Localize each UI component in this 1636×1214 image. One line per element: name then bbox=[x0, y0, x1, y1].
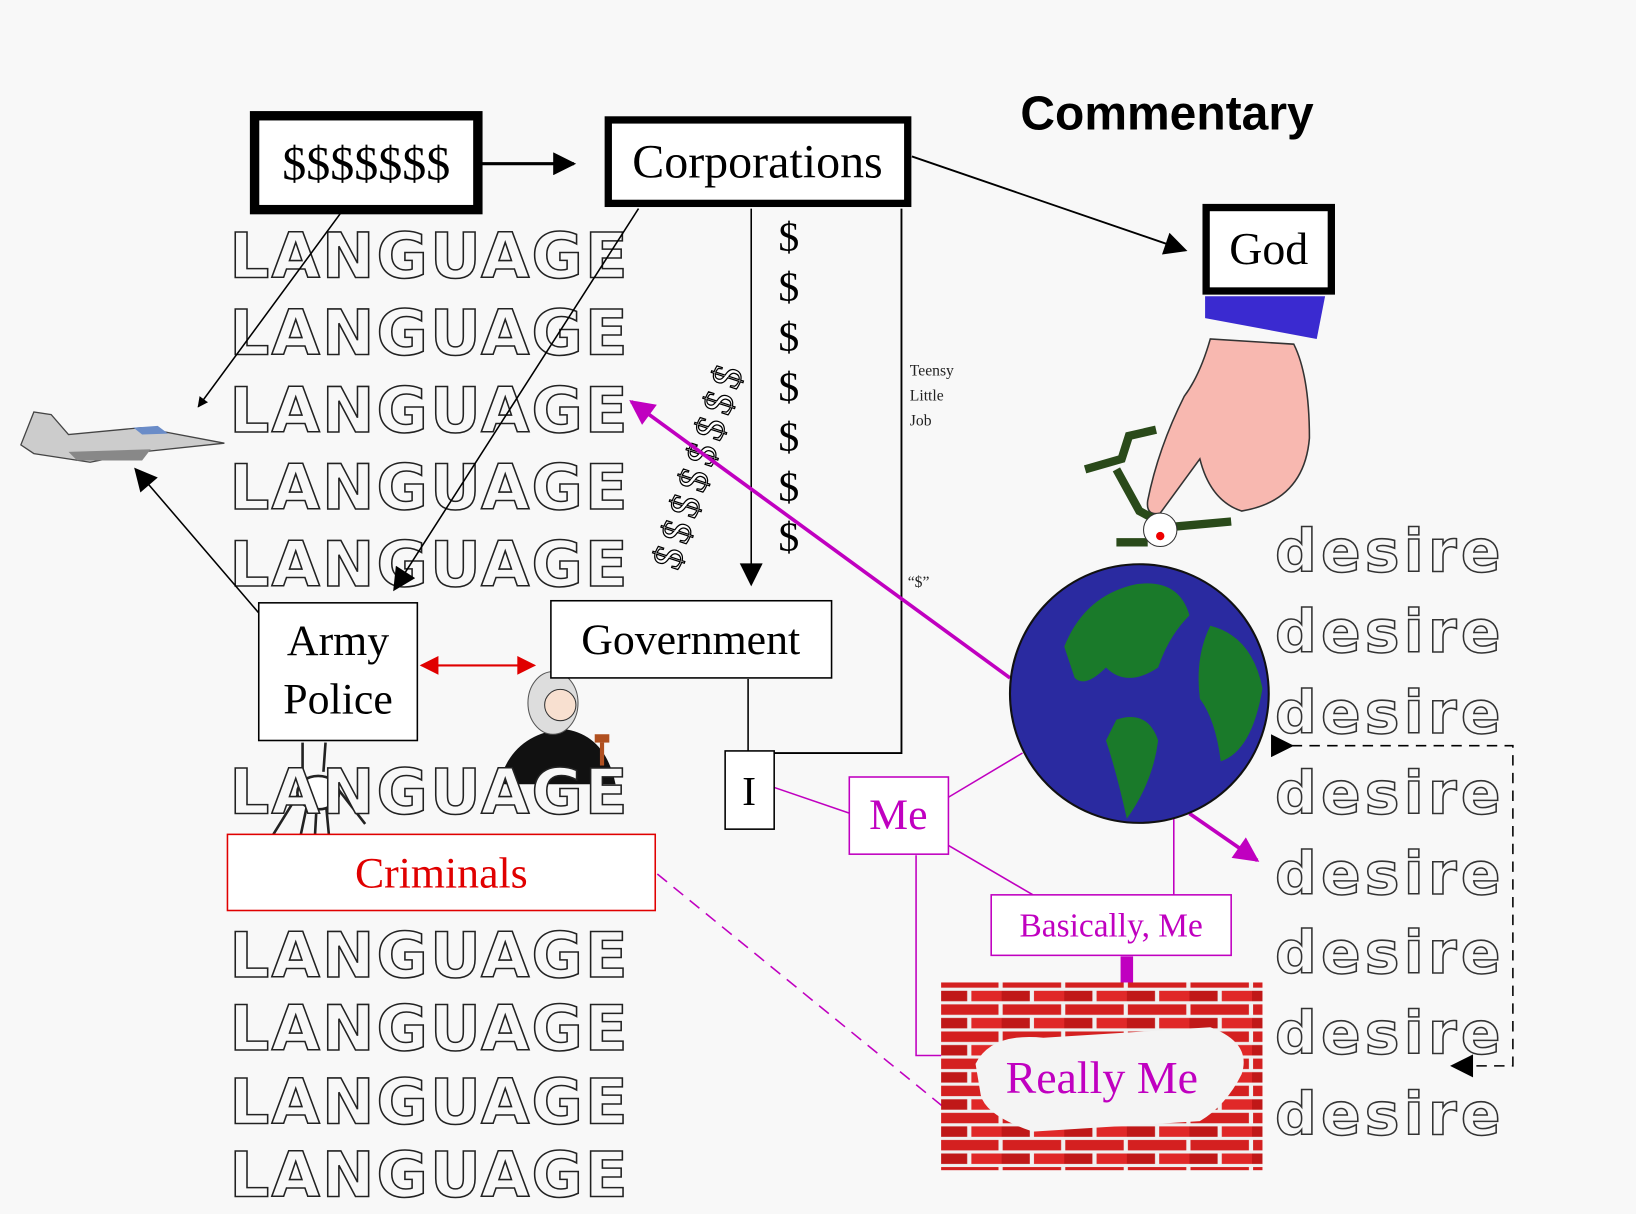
language-word: LANGUAGE bbox=[230, 297, 630, 370]
language-word: LANGUAGE bbox=[230, 374, 630, 447]
node-i: I bbox=[724, 750, 775, 830]
node-money-label: $$$$$$$ bbox=[282, 137, 450, 190]
language-word: LANGUAGE bbox=[230, 219, 630, 292]
language-word: LANGUAGE bbox=[230, 528, 630, 601]
connector-me-to-earth bbox=[946, 752, 1023, 799]
language-word: LANGUAGE bbox=[230, 756, 630, 829]
node-me: Me bbox=[848, 776, 950, 855]
skeleton-hand-image bbox=[272, 742, 367, 871]
arrow-corporations-to-army bbox=[393, 208, 640, 592]
dashed-criminals-to-really-me bbox=[656, 873, 945, 1109]
language-column: LANGUAGE LANGUAGE LANGUAGE LANGUAGE LANG… bbox=[229, 219, 630, 1212]
desire-word: desire bbox=[1275, 919, 1505, 987]
language-word: LANGUAGE bbox=[230, 1138, 630, 1211]
language-word: LANGUAGE bbox=[230, 1065, 630, 1138]
node-army-label: Army bbox=[287, 617, 389, 665]
node-government-label: Government bbox=[581, 616, 800, 664]
judge-image bbox=[498, 671, 616, 785]
dollar-sign: $ bbox=[778, 415, 799, 461]
desire-word: desire bbox=[1275, 679, 1505, 747]
node-corporations-label: Corporations bbox=[632, 135, 883, 188]
node-police-label: Police bbox=[283, 675, 393, 723]
node-really-me-label: Really Me bbox=[1006, 1052, 1198, 1103]
node-money: $$$$$$$ bbox=[249, 111, 483, 215]
dashed-desire-loop bbox=[1271, 734, 1514, 1078]
arrow-army-to-jet bbox=[134, 467, 262, 616]
dollar-sign: $ bbox=[778, 214, 799, 260]
earth-globe-image bbox=[1008, 563, 1270, 824]
desire-word: desire bbox=[1275, 999, 1505, 1067]
node-basically-me-label: Basically, Me bbox=[1020, 908, 1203, 945]
node-god-label: God bbox=[1229, 223, 1308, 274]
language-word: LANGUAGE bbox=[230, 992, 630, 1065]
node-me-label: Me bbox=[869, 791, 927, 839]
connector-me-to-really-me bbox=[915, 855, 945, 1057]
dollar-stream: $ $ $ $ $ $ $ bbox=[778, 214, 799, 560]
dollar-sign: $ bbox=[778, 264, 799, 310]
little-label: Little bbox=[910, 387, 944, 404]
connector-i-to-me bbox=[773, 786, 851, 815]
desire-word: desire bbox=[1275, 840, 1505, 908]
dollar-sign: $ bbox=[778, 314, 799, 360]
node-corporations: Corporations bbox=[604, 116, 912, 208]
connector-me-to-basically-me bbox=[946, 844, 1034, 896]
arrow-corporations-to-god bbox=[911, 155, 1188, 255]
desire-word: desire bbox=[1275, 1081, 1505, 1149]
diagonal-dollar-stream: $$$$$$$$ bbox=[644, 354, 755, 575]
arrow-money-to-military bbox=[197, 213, 341, 408]
teensy-label: Teensy bbox=[910, 362, 954, 379]
fighter-jet-image bbox=[20, 411, 225, 463]
node-criminals-label: Criminals bbox=[355, 850, 528, 898]
quoted-dollar-label: “$” bbox=[908, 574, 930, 591]
dollar-sign: $ bbox=[778, 515, 799, 561]
dollar-sign: $ bbox=[778, 365, 799, 411]
node-government: Government bbox=[550, 599, 833, 679]
node-army-police: Army Police bbox=[257, 602, 419, 742]
desire-word: desire bbox=[1275, 760, 1505, 828]
hand-of-god-image bbox=[1083, 296, 1326, 548]
node-god: God bbox=[1202, 203, 1335, 295]
arrow-earth-to-desire bbox=[1188, 812, 1260, 862]
language-word: LANGUAGE bbox=[230, 919, 630, 992]
desire-word: desire bbox=[1275, 598, 1505, 666]
title: Commentary bbox=[1020, 87, 1314, 140]
node-really-me: Really Me bbox=[941, 982, 1263, 1171]
dollar-sign: $ bbox=[778, 465, 799, 511]
language-word: LANGUAGE bbox=[230, 451, 630, 524]
desire-word: desire bbox=[1275, 518, 1505, 586]
node-i-label: I bbox=[742, 769, 756, 815]
arrow-earth-to-language bbox=[629, 400, 1012, 680]
node-basically-me: Basically, Me bbox=[990, 894, 1232, 957]
node-criminals: Criminals bbox=[226, 833, 657, 912]
job-label: Job bbox=[910, 413, 932, 430]
connector-teensy-little-job bbox=[774, 208, 903, 754]
desire-column: desire desire desire desire desire desir… bbox=[1274, 517, 1505, 1150]
